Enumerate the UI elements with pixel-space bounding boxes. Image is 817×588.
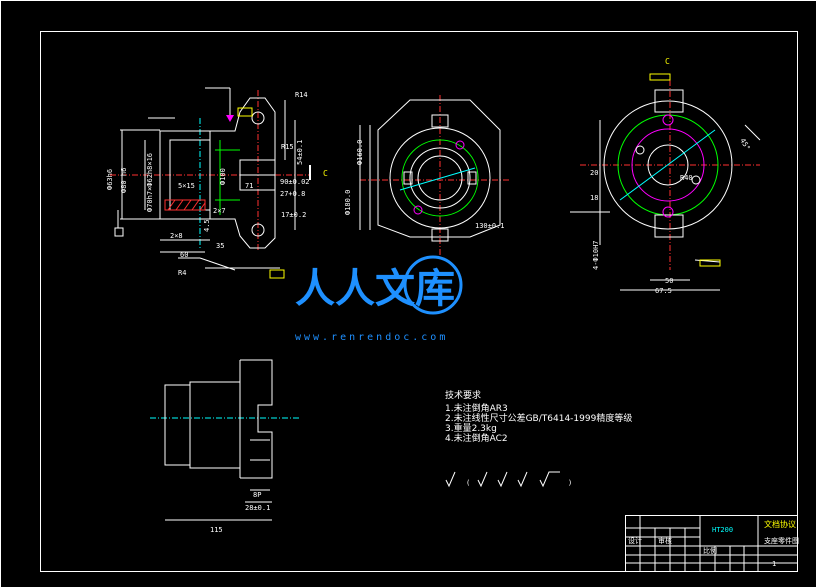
top-view: Ф180.0 Ф160.0 130±0.1 (344, 95, 510, 260)
dim-71: 71 (245, 182, 253, 190)
dim-r14: R14 (295, 91, 308, 99)
drawing-frame (40, 31, 798, 572)
tech-title: 技术要求 (445, 389, 481, 401)
dim-v1: Ф180.0 (344, 190, 352, 215)
tech-line-4: 4.未注倒角AC2 (445, 432, 508, 444)
dim-2x8: 2×8 (170, 232, 183, 240)
dim-phi70: Ф70h7×Ф62h8×16 (146, 153, 154, 212)
bottom-view: 115 28±0.1 8P (150, 359, 300, 534)
design-label: 设计 (628, 536, 642, 545)
side-view: C 20 18 67.5 50 4-Ф10H7 R40 45° (570, 57, 761, 295)
dim-r15: R15 (281, 143, 294, 151)
dim-5x15: 5×15 (178, 182, 195, 190)
material-label: HT200 (712, 526, 733, 534)
dim-50: 50 (665, 277, 673, 285)
dim-phi63: Ф63h6 (106, 169, 114, 190)
tech-notes: 技术要求 1.未注倒角AR3 2.未注线性尺寸公差GB/T6414-1999精度… (445, 389, 632, 488)
dim-2x7: 2×7 (213, 207, 226, 215)
dim-r4: R4 (178, 269, 186, 277)
sheet-number: 1 (772, 560, 776, 568)
svg-text:(: ( (466, 479, 470, 487)
dim-115: 115 (210, 526, 223, 534)
dim-4-5: 4.5 (203, 219, 211, 232)
dim-4-phi10: 4-Ф10H7 (592, 240, 600, 270)
check-label: 审核 (658, 536, 672, 545)
dim-35: 35 (216, 242, 224, 250)
dim-60: 60 (180, 251, 188, 259)
dim-v2: Ф160.0 (356, 140, 364, 165)
dim-r40: R40 (680, 174, 693, 182)
view-c-label: C (665, 57, 670, 66)
watermark-url: www.renrendoc.com (295, 332, 448, 343)
dim-67-5: 67.5 (655, 287, 672, 295)
tech-line-1: 1.未注倒角AR3 (445, 402, 508, 414)
dim-54: 54±0.1 (296, 140, 304, 165)
front-view: R14 R15 Ф63h6 Ф80 h6 Ф70h7×Ф62h8×16 5×15… (106, 87, 328, 279)
dim-27: 27+0.8 (280, 190, 305, 198)
dim-90: 90±0.02 (280, 178, 310, 186)
section-c-marker: C (323, 169, 328, 178)
dim-20: 20 (590, 169, 598, 177)
watermark: 人人文库 www.renrendoc.com (295, 255, 463, 343)
tech-line-2: 2.未注线性尺寸公差GB/T6414-1999精度等级 (445, 412, 632, 424)
drawing-name: 支座零件图 (764, 536, 799, 545)
scale-label: 比例 (703, 546, 717, 555)
dim-28: 28±0.1 (245, 504, 270, 512)
tech-line-3: 3.重量2.3kg (445, 422, 497, 434)
dim-v3: 130±0.1 (475, 222, 505, 230)
company-label: 文档协议 (764, 519, 796, 529)
svg-text:): ) (568, 479, 572, 487)
dim-45: 45° (738, 137, 751, 152)
title-block: HT200 文档协议 支座零件图 1 设计 审核 比例 (625, 515, 799, 572)
dim-d100: Ф100 (219, 168, 227, 185)
dim-18: 18 (590, 194, 598, 202)
dim-8p: 8P (253, 491, 261, 499)
watermark-text: 人人文库 (295, 266, 455, 312)
dim-phi80: Ф80 h6 (120, 168, 128, 193)
dim-17: 17±0.2 (281, 211, 306, 219)
